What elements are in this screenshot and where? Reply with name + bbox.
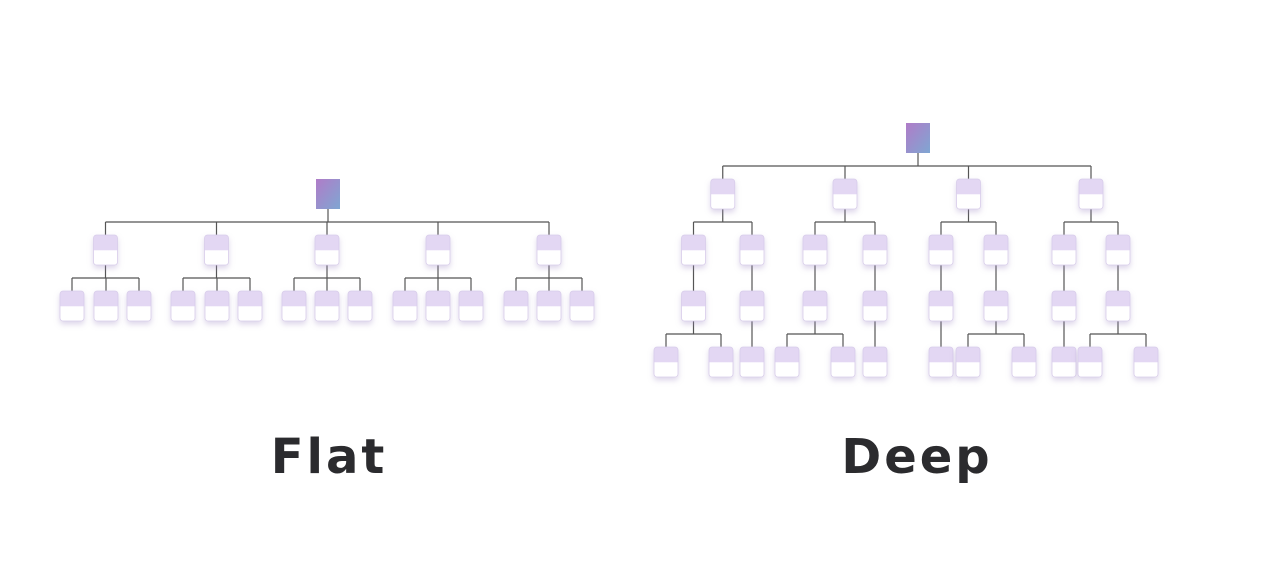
deep-node [739,234,765,266]
flat-node [237,290,263,322]
deep-node [681,234,706,266]
deep-node [862,346,888,378]
deep-node [1051,290,1077,322]
flat-node [425,290,451,322]
deep-node [983,290,1009,322]
deep-node [1133,346,1159,378]
deep-tree [653,123,1159,378]
deep-node [983,234,1009,266]
flat-node [126,290,152,322]
flat-node [281,290,307,322]
deep-node [1051,234,1077,266]
flat-node [59,290,85,322]
deep-node [1011,346,1037,378]
flat-node [314,290,340,322]
flat-node [569,290,595,322]
flat-node [536,234,562,266]
deep-node [928,346,954,378]
deep-node [1105,290,1131,322]
flat-node [458,290,484,322]
flat-tree [59,179,595,322]
deep-node [708,346,734,378]
deep-node [955,346,981,378]
flat-label: Flat [270,429,388,485]
deep-node [739,346,765,378]
flat-node [170,290,196,322]
deep-node [681,290,706,322]
deep-root-node [906,123,930,153]
flat-root-node [316,179,340,209]
flat-nodes [59,179,595,322]
flat-node [503,290,529,322]
flat-node [314,234,340,266]
deep-node [802,234,828,266]
deep-node [928,290,954,322]
deep-node [739,290,765,322]
deep-node [653,346,679,378]
flat-node [536,290,562,322]
flat-node [425,234,451,266]
flat-node [204,234,229,266]
flat-node [204,290,230,322]
deep-node [710,178,736,210]
deep-label: Deep [841,429,993,485]
deep-node [1078,178,1104,210]
flat-node [93,290,119,322]
deep-node [956,178,981,210]
deep-node [928,234,954,266]
deep-nodes [653,123,1159,378]
deep-node [774,346,800,378]
flat-node [347,290,373,322]
flat-node [392,290,418,322]
deep-node [1051,346,1077,378]
deep-node [1105,234,1131,266]
deep-node [830,346,856,378]
deep-node [862,234,888,266]
deep-node [832,178,858,210]
flat-node [93,234,118,266]
deep-node [802,290,828,322]
deep-node [1077,346,1103,378]
deep-node [862,290,888,322]
